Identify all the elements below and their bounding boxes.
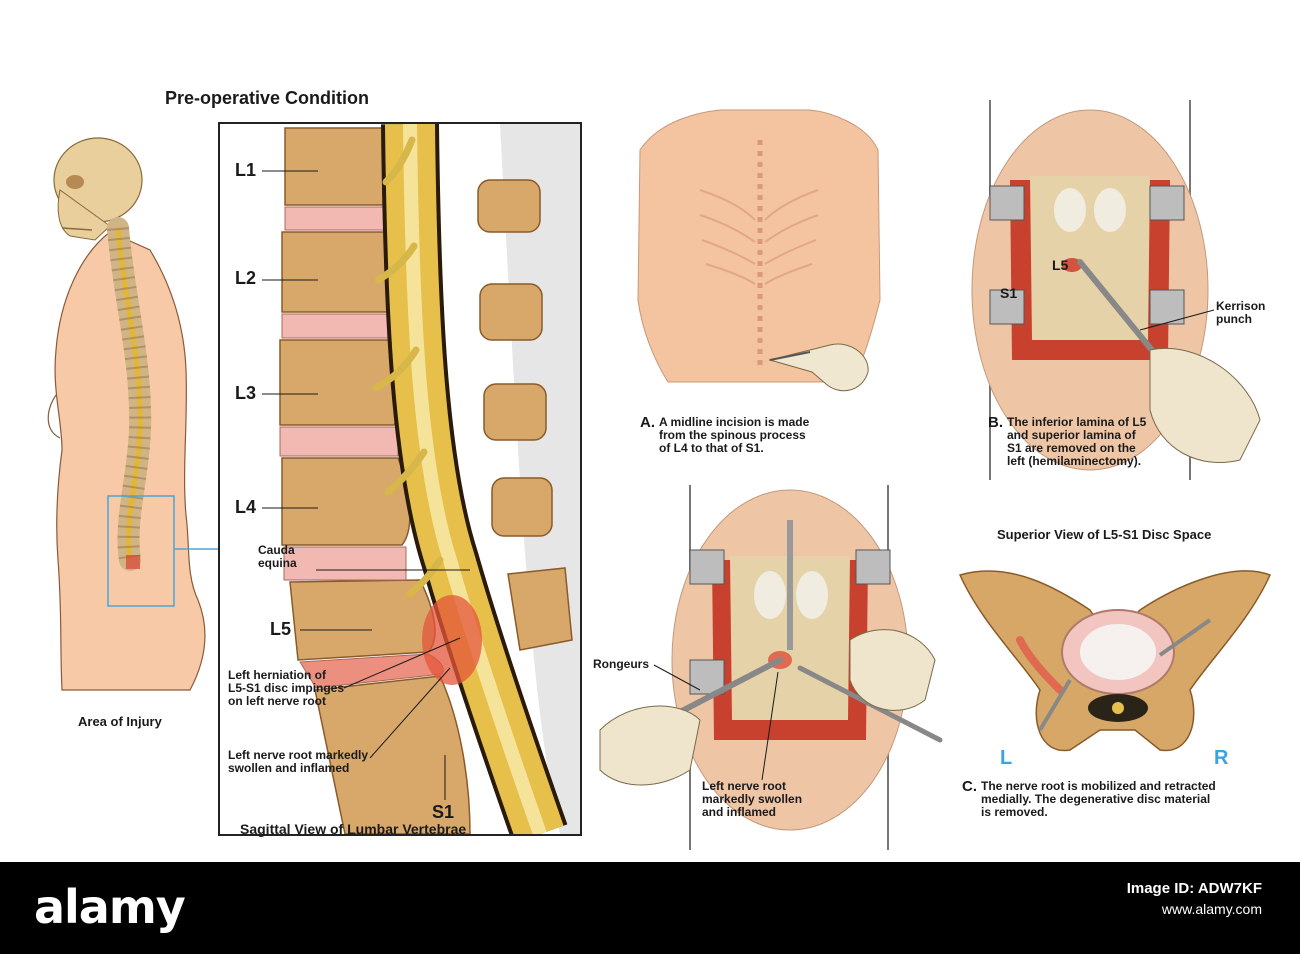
vertebra-label-l2: L2: [235, 268, 257, 288]
rongeurs-label: Rongeurs: [593, 657, 650, 671]
superior-view-illustration: [958, 570, 1272, 752]
brand-logo: alamy: [34, 880, 186, 934]
vertebra-label-s1: S1: [432, 802, 455, 822]
sagittal-panel: [218, 122, 582, 836]
vertebra-label-l4: L4: [235, 497, 257, 517]
left-side-label: L: [1000, 747, 1013, 769]
l5-small-label: L5: [1052, 257, 1069, 273]
area-of-injury-label: Area of Injury: [78, 714, 162, 729]
caption-b: B.The inferior lamina of L5 and superior…: [988, 414, 1147, 468]
rongeurs-illustration: [599, 485, 943, 850]
footer-strip: [0, 862, 1300, 954]
nerve-root-label: Left nerve root markedly swollen and inf…: [228, 748, 369, 775]
caption-a-text: A midline incision is made from the spin…: [659, 415, 810, 455]
illustration-canvas: [47, 100, 1272, 850]
vertebra-label-l3: L3: [235, 383, 257, 403]
back-illustration: [637, 109, 881, 392]
right-side-label: R: [1214, 747, 1229, 769]
cauda-equina-label: Cauda equina: [258, 543, 297, 570]
caption-a: A.A midline incision is made from the sp…: [640, 414, 810, 455]
caption-c-letter: C.: [962, 778, 977, 795]
leader-lines: [262, 170, 1215, 800]
sagittal-title: Sagittal View of Lumbar Vertebrae: [240, 821, 467, 837]
preop-title: Pre-operative Condition: [165, 88, 370, 108]
body-figure: [47, 137, 218, 691]
nerve-root-mid-label: Left nerve root markedly swollen and inf…: [702, 779, 803, 819]
caption-b-text: The inferior lamina of L5 and superior l…: [1007, 415, 1147, 468]
hemilaminectomy-illustration: [971, 100, 1261, 480]
vertebra-label-l5: L5: [270, 619, 292, 639]
stock-info: Image ID: ADW7KF www.alamy.com: [1127, 878, 1262, 919]
caption-b-letter: B.: [988, 414, 1003, 431]
herniation-label: Left herniation of L5-S1 disc impinges o…: [228, 668, 345, 708]
s1-small-label: S1: [1000, 285, 1018, 301]
vertebra-label-l1: L1: [235, 160, 257, 180]
caption-a-letter: A.: [640, 414, 655, 431]
caption-c-text: The nerve root is mobilized and retracte…: [981, 779, 1216, 819]
kerrison-punch-label: Kerrison punch: [1216, 299, 1266, 326]
caption-c: C.The nerve root is mobilized and retrac…: [962, 778, 1216, 819]
image-id-label: Image ID: ADW7KF: [1126, 880, 1262, 897]
site-link[interactable]: www.alamy.com: [1161, 901, 1262, 917]
superior-view-title: Superior View of L5-S1 Disc Space: [997, 527, 1212, 542]
